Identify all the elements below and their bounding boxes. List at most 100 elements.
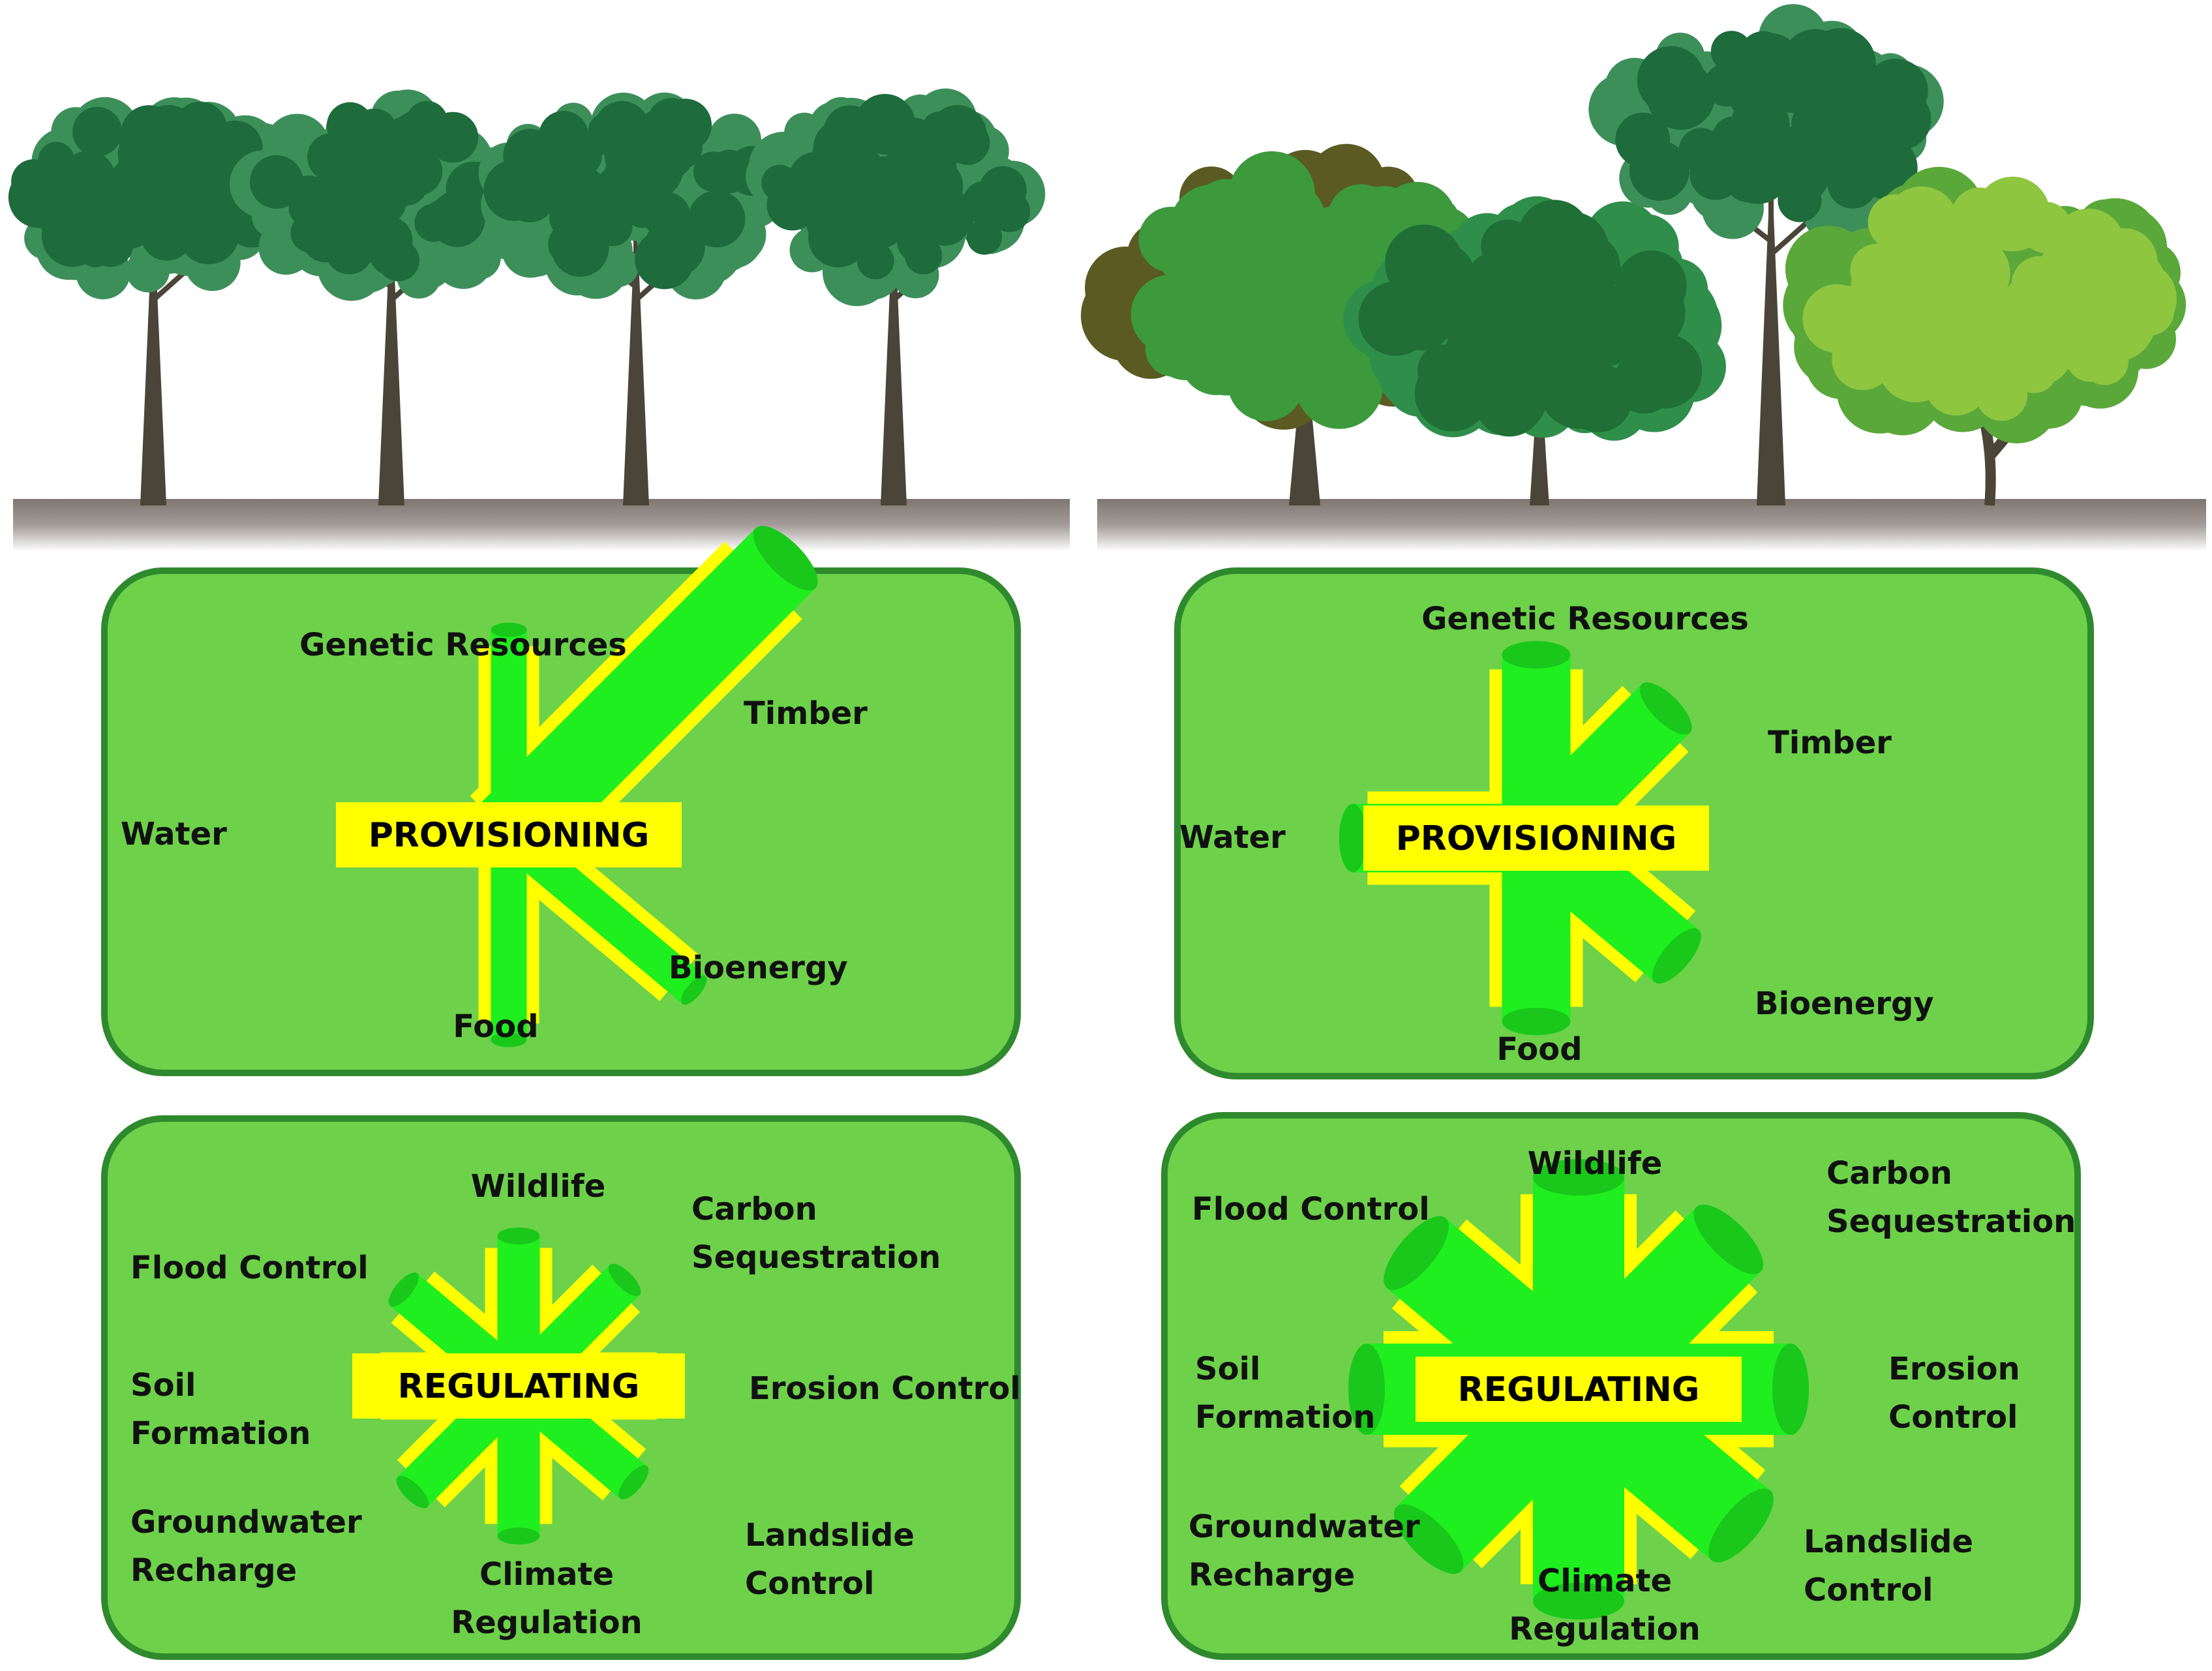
leaf-cluster [967,219,1003,255]
leaf-cluster [2100,278,2157,335]
leaf-cluster [823,105,877,158]
leaf-cluster [1130,275,1211,354]
tree-trunk [140,261,166,505]
leaf-cluster [457,235,501,280]
tree-trunk [623,261,649,505]
leaf-cluster [351,108,398,155]
groundwater-recharge-bar-end [396,1475,429,1509]
center-label-box [1363,805,1709,871]
climate-regulation-bar-end [1533,1583,1624,1619]
leaf-cluster [942,117,989,164]
leaf-cluster [1859,262,1935,337]
center-label-box [352,1353,685,1419]
center-label: PROVISIONING [369,816,650,855]
leaf-cluster [582,196,620,234]
axis-label-genetic-resources: Genetic Resources [299,627,627,663]
genetic-resources-bar-end [1502,640,1571,669]
tree-canopy [761,94,1031,280]
leaf-cluster [856,242,894,280]
center-label-box [336,802,682,867]
leaf-cluster [76,230,114,267]
axis-label-wildlife: Wildlife [1528,1145,1663,1182]
axis-label-timber: Timber [744,695,868,732]
erosion-control-bar-end [1772,1344,1809,1435]
axis-label-food: Food [453,1008,538,1045]
leaf-cluster [667,210,708,250]
leaf-cluster [8,166,70,228]
leaf-cluster [1963,304,2031,372]
leaf-cluster [483,160,545,221]
leaf-cluster [624,140,684,200]
axis-label-flood-control: Flood Control [1192,1191,1430,1227]
leaf-cluster [707,149,751,194]
tree-trunk [1289,365,1320,505]
bioenergy-bar-end [1652,928,1701,984]
leaf-cluster [588,113,624,149]
leaf-cluster [1976,369,2028,421]
mixed-forest-illustration [1080,4,2206,551]
leaf-cluster [1689,148,1742,200]
tree-trunk [1530,391,1549,505]
climate-regulation-bar-end [497,1528,540,1544]
groundwater-recharge-bar-end [1393,1504,1464,1574]
leaf-cluster [1877,325,1954,402]
tree-canopy [249,100,535,282]
carbon-sequestration-bar-end [1693,1204,1764,1274]
leaf-cluster [1627,333,1703,409]
flood-control-bar-end [1384,1216,1449,1290]
tree-canopy [1130,151,1507,429]
leaf-cluster [1646,61,1716,130]
leaf-cluster [2014,255,2089,330]
leaf-cluster [1900,200,1959,260]
leaf-cluster [1730,95,1790,155]
leaf-cluster [1517,200,1591,273]
axis-label-water: Water [121,816,227,852]
leaf-cluster [806,198,855,247]
axis-labels: Genetic ResourcesTimberWaterBioenergyFoo… [121,627,868,1045]
leaf-cluster [658,98,712,152]
leaf-cluster [178,203,239,265]
leaf-cluster [932,191,976,235]
leaf-cluster [1802,117,1866,181]
tree-canopy [1358,200,1703,437]
leaf-cluster [318,218,356,256]
axis-label-food: Food [1496,1031,1582,1068]
tree-canopy [1802,176,2177,421]
leaf-cluster [392,110,444,162]
round-tree [1343,196,1726,505]
leaf-cluster [1615,112,1671,168]
leaf-cluster [1798,34,1847,84]
timber-bar-end [1639,682,1692,735]
leaf-cluster [72,106,123,157]
leaf-cluster [1213,305,1301,393]
monoculture-provisioning-panel: PROVISIONING Genetic ResourcesTimberWater… [101,526,1021,1076]
leaf-cluster [121,105,177,162]
bioenergy-bar-end [681,975,707,1005]
plantation-tree [746,88,1046,505]
tree-trunk [881,261,907,505]
timber-bar [479,528,816,865]
leaf-cluster [1864,58,1928,123]
landslide-control-bar-end [1708,1488,1774,1563]
plantation-tree [478,92,783,505]
leaf-cluster [377,239,419,282]
wildlife-bar-end [1533,1159,1624,1196]
food-bar-end [1502,1008,1571,1036]
tree-trunk [378,261,404,505]
monoculture-plantation-illustration [8,88,1070,551]
water-bar-end [1339,804,1367,873]
leaf-cluster [638,110,675,147]
flood-control-bar-end [388,1272,419,1307]
axis-label-genetic-resources: Genetic Resources [1421,601,1749,637]
